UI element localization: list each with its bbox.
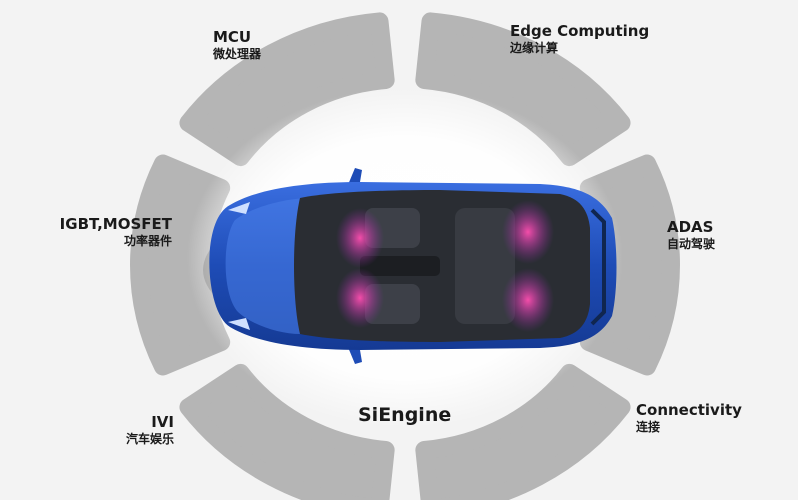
label-connectivity-zh: 连接	[636, 419, 661, 434]
label-igbt-mosfet: IGBT,MOSFET 功率器件	[40, 215, 172, 249]
label-edge-en: Edge Computing	[510, 22, 650, 40]
label-edge-computing: Edge Computing 边缘计算	[510, 22, 649, 56]
label-ivi-en: IVI	[151, 413, 174, 431]
label-igbt-en: IGBT,MOSFET	[59, 215, 172, 233]
sound-waves-rear	[502, 200, 554, 332]
seat-rear	[455, 208, 515, 324]
console	[360, 256, 440, 276]
rear-edge	[590, 208, 606, 326]
headlight-top	[228, 202, 250, 214]
label-connectivity: Connectivity 连接	[636, 401, 742, 435]
brand-name: SiEngine	[358, 404, 452, 426]
label-mcu-zh: 微处理器	[213, 46, 262, 61]
label-connectivity-en: Connectivity	[636, 401, 742, 419]
label-edge-zh: 边缘计算	[510, 40, 559, 55]
label-adas: ADAS 自动驾驶	[667, 218, 715, 252]
hood-highlight	[225, 198, 310, 334]
car-top-view	[203, 168, 617, 364]
label-ivi: IVI 汽车娱乐	[120, 413, 174, 447]
label-mcu-en: MCU	[213, 28, 252, 46]
sound-waves-front	[336, 208, 384, 328]
segment-ivi	[179, 363, 395, 500]
segment-connectivity	[415, 363, 631, 500]
label-igbt-zh: 功率器件	[123, 233, 172, 248]
headlight-bottom	[228, 318, 250, 330]
label-adas-en: ADAS	[667, 218, 714, 236]
segment-edge-computing	[415, 12, 631, 167]
label-adas-zh: 自动驾驶	[667, 236, 716, 251]
label-mcu: MCU 微处理器	[213, 28, 261, 62]
label-ivi-zh: 汽车娱乐	[125, 431, 174, 446]
